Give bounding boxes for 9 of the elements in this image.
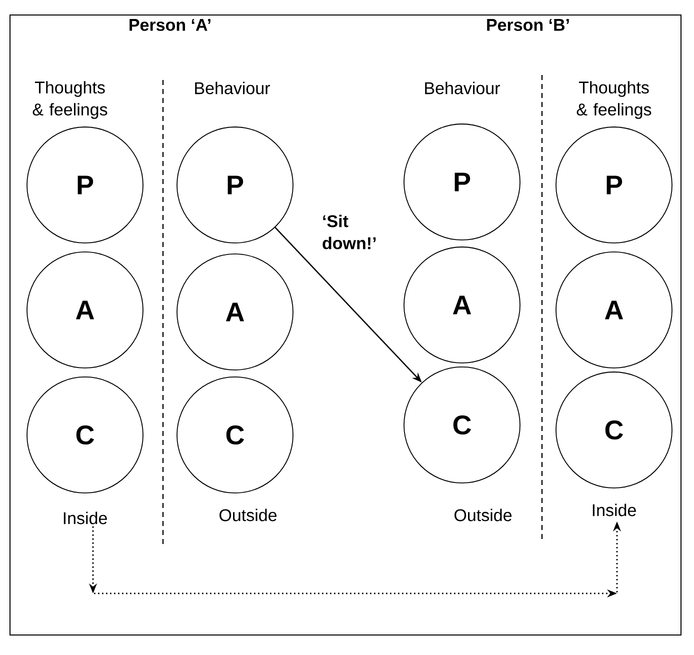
column-heading: Behaviour <box>195 82 270 94</box>
person-heading: Person ‘B’ <box>487 19 569 31</box>
area-label: Outside <box>220 508 277 522</box>
column-heading: Behaviour <box>425 82 500 94</box>
edge-label: ‘Sit down!’ <box>322 214 376 250</box>
area-label: Inside <box>64 512 107 524</box>
area-label: Outside <box>454 508 512 522</box>
area-label: Inside <box>592 504 636 516</box>
person-heading: Person ‘A’ <box>130 19 210 31</box>
